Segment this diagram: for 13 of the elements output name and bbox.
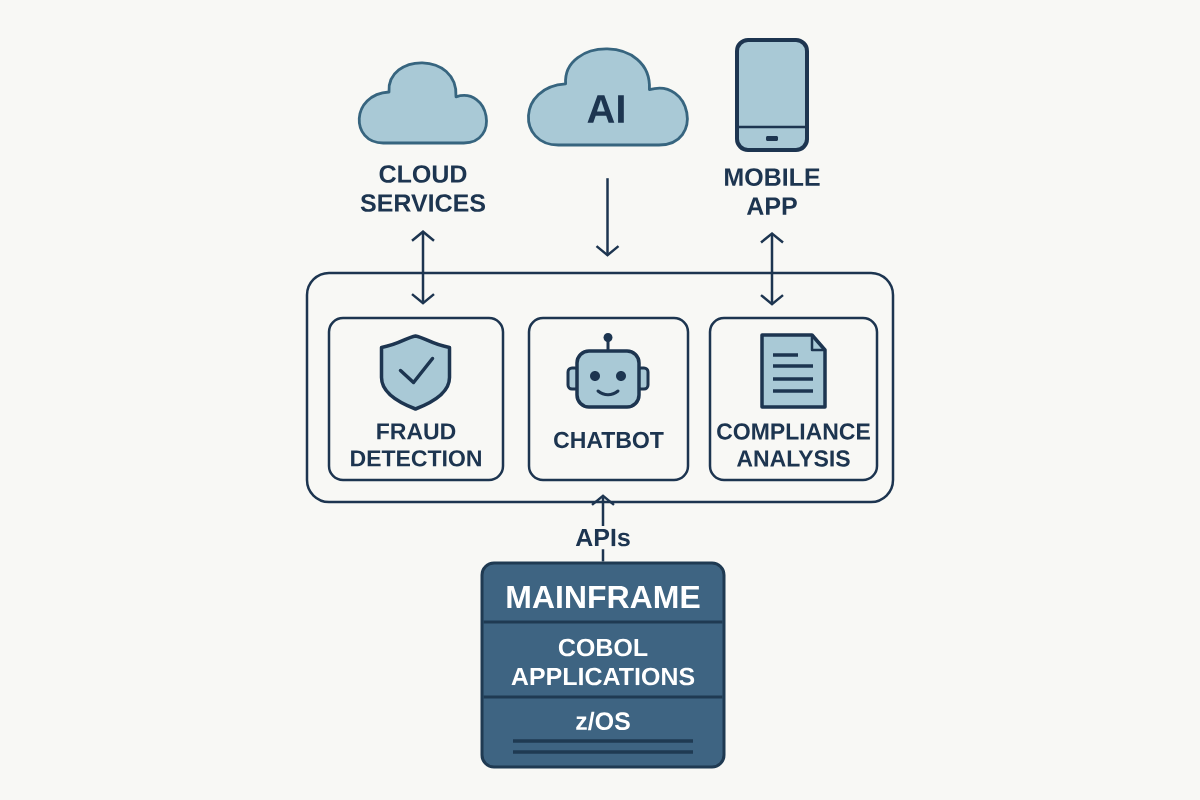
container-box <box>305 271 895 504</box>
arrow <box>595 178 620 257</box>
icon-caption: CLOUD SERVICES <box>360 165 485 212</box>
service-box: CHATBOT <box>527 316 690 482</box>
icon-caption: MOBILE APP <box>725 168 820 215</box>
double-arrow <box>760 231 784 306</box>
service-box: FRAUD DETECTION <box>327 316 505 482</box>
edge-label: APIs <box>572 525 634 550</box>
layer-label: COBOL APPLICATIONS <box>511 638 695 686</box>
box-heading: MAINFRAME <box>507 586 700 608</box>
layer-label: z/OS <box>576 711 630 731</box>
double-arrow <box>411 230 435 305</box>
service-box: COMPLIANCE ANALYSIS <box>708 316 879 482</box>
